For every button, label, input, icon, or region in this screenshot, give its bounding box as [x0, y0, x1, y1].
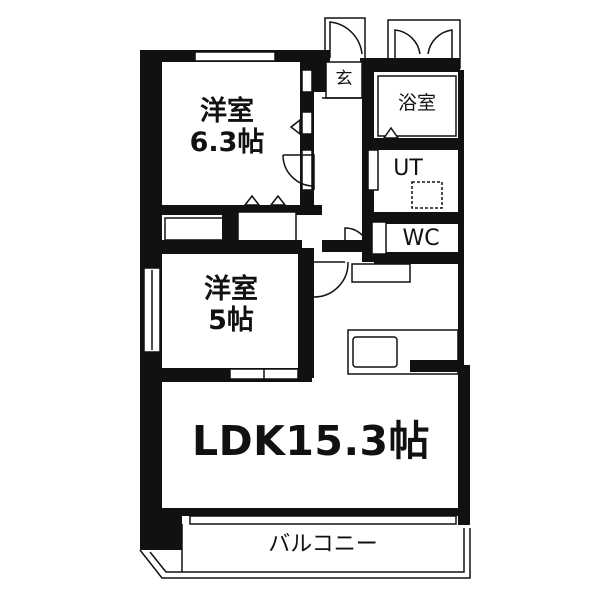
bath-label: 浴室: [397, 92, 436, 114]
room1-door: [282, 154, 315, 190]
balcony-window: [189, 515, 457, 525]
toilet-label: WC: [402, 226, 440, 251]
bath-fixtures: [367, 75, 457, 255]
top-window: [194, 51, 276, 62]
entrance-label: 玄: [335, 69, 353, 89]
western-room-2-label: 洋室 5帖: [176, 274, 286, 336]
western-room-1-size: 6.3帖: [189, 127, 265, 159]
balcony-label: バルコニー: [268, 532, 378, 557]
utility-label: UT: [393, 156, 423, 181]
kitchen: [347, 263, 459, 375]
western-room-1-label: 洋室 6.3帖: [172, 96, 282, 158]
wc-door: [344, 227, 370, 253]
room2-door: [313, 261, 349, 298]
closet-walls: [162, 212, 302, 254]
ldk-label: LDK15.3帖: [191, 417, 431, 465]
balcony: [139, 524, 471, 579]
room2-left-window: [143, 267, 161, 353]
ldk-bottom-walls: [162, 508, 458, 516]
western-room-2-size: 5帖: [208, 305, 254, 337]
western-room-1-name: 洋室: [200, 96, 254, 127]
entrance-area: [322, 61, 368, 99]
western-room-2-name: 洋室: [204, 274, 258, 305]
wet-area-walls: [322, 62, 460, 264]
room2-bottom-window: [229, 368, 299, 380]
